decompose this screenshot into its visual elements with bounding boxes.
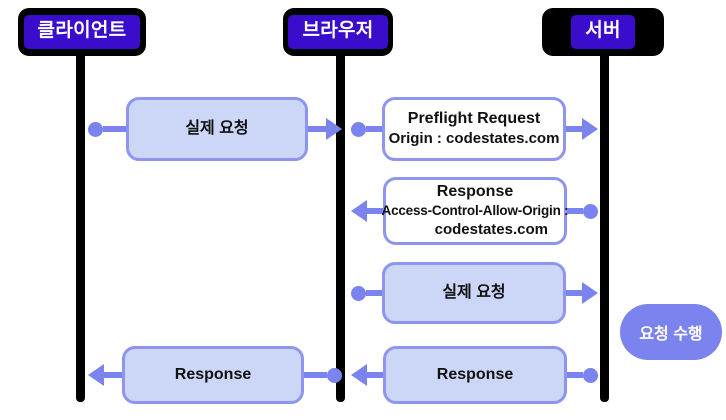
- connector-dot-icon: [583, 367, 598, 383]
- arrow-right-icon: [582, 118, 598, 140]
- connector-dot-icon: [327, 367, 342, 383]
- message-subtitle-2: codestates.com: [434, 221, 548, 239]
- message-title: Response: [436, 183, 514, 201]
- message-subtitle: Origin : codestates.com: [388, 130, 560, 148]
- message-title: Response: [174, 366, 252, 383]
- lifeline-browser: [336, 46, 345, 402]
- message-title: 실제 요청: [442, 284, 506, 301]
- connector-stub: [567, 372, 583, 378]
- message-box[interactable]: 실제 요청: [382, 262, 566, 324]
- message-box[interactable]: Response: [383, 346, 567, 404]
- arrow-shaft: [566, 126, 582, 132]
- actor-header-browser[interactable]: 브라우저: [283, 8, 393, 56]
- arrow-shaft: [104, 372, 122, 378]
- status-badge-label: 요청 수행: [639, 326, 703, 343]
- arrow-shaft: [308, 126, 326, 132]
- lifeline-client: [76, 46, 85, 402]
- message-box[interactable]: Response Access-Control-Allow-Origin : c…: [381, 177, 569, 245]
- connector-dot-icon: [583, 203, 598, 219]
- connector-dot-icon: [351, 285, 366, 301]
- message-box[interactable]: 실제 요청: [126, 97, 308, 161]
- message-subtitle: Access-Control-Allow-Origin :: [381, 203, 569, 219]
- status-badge-request-execute[interactable]: 요청 수행: [620, 304, 722, 360]
- connector-dot-icon: [351, 121, 366, 137]
- connector-dot-icon: [88, 121, 103, 137]
- connector-stub: [366, 290, 382, 296]
- actor-label-browser: 브라우저: [288, 15, 388, 49]
- message-title: Response: [436, 366, 514, 383]
- connector-stub: [304, 372, 327, 378]
- arrow-left-icon: [351, 200, 367, 222]
- arrow-shaft: [367, 208, 383, 214]
- actor-header-client[interactable]: 클라이언트: [18, 8, 146, 56]
- arrow-left-icon: [88, 364, 104, 386]
- lifeline-server: [600, 46, 609, 402]
- actor-label-client: 클라이언트: [23, 15, 141, 49]
- actor-label-server: 서버: [571, 15, 635, 49]
- arrow-right-icon: [582, 282, 598, 304]
- message-title: 실제 요청: [185, 120, 249, 137]
- connector-stub: [103, 126, 126, 132]
- message-title: Preflight Request: [407, 110, 541, 128]
- connector-stub: [366, 126, 382, 132]
- arrow-shaft: [367, 372, 383, 378]
- message-box[interactable]: Preflight Request Origin : codestates.co…: [382, 97, 566, 161]
- arrow-shaft: [566, 290, 582, 296]
- message-box[interactable]: Response: [122, 346, 304, 404]
- actor-header-server[interactable]: 서버: [542, 8, 664, 56]
- arrow-right-icon: [326, 118, 342, 140]
- connector-stub: [567, 208, 583, 214]
- arrow-left-icon: [351, 364, 367, 386]
